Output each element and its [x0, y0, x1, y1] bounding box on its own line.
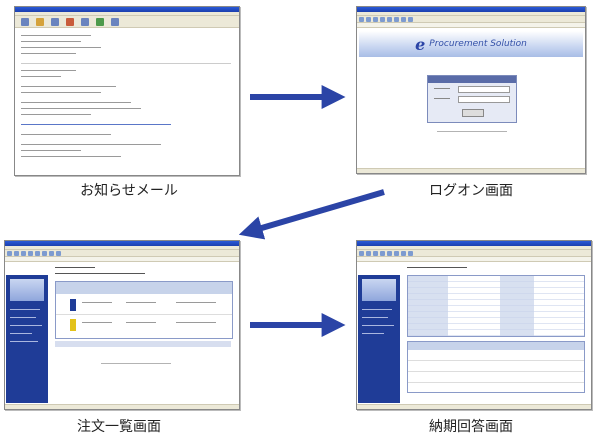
logon-toolbar: [357, 16, 585, 23]
caption-orders: 注文一覧画面: [77, 419, 161, 435]
orders-window: [4, 240, 240, 410]
delivery-menubar: [357, 246, 591, 250]
logon-user-field[interactable]: [458, 86, 510, 93]
logo-mark-icon: e: [415, 34, 426, 54]
delivery-statusbar: [357, 404, 591, 409]
table-row[interactable]: [408, 372, 584, 383]
orders-toolbar: [5, 250, 239, 257]
logon-form-header: [428, 76, 516, 83]
delivery-titlebar: [357, 241, 591, 246]
mail-window: [14, 6, 240, 176]
table-row[interactable]: [408, 350, 584, 361]
orders-sidebar: [6, 263, 48, 403]
logon-statusbar: [357, 168, 585, 173]
delivery-info-table: [407, 275, 585, 337]
logon-form: [427, 75, 517, 123]
table-row[interactable]: [408, 361, 584, 372]
logon-titlebar: [357, 7, 585, 12]
orders-statusbar: [5, 404, 239, 409]
logon-addressbar: [357, 23, 585, 28]
caption-delivery: 納期回答画面: [429, 419, 513, 435]
mail-titlebar: [15, 7, 239, 12]
delivery-detail-header: [408, 342, 584, 350]
delivery-sidebar-logo: [358, 263, 400, 275]
orders-table: [55, 281, 233, 339]
logon-button[interactable]: [462, 109, 484, 117]
orders-main: [51, 263, 237, 403]
logon-banner: e Procurement Solution: [359, 31, 583, 57]
delivery-sidebar-emblem: [362, 279, 396, 301]
orders-sidebar-logo: [6, 263, 48, 275]
mail-body: [21, 63, 231, 164]
caption-mail: お知らせメール: [80, 183, 178, 199]
orders-action-bar[interactable]: [55, 341, 231, 347]
mail-headers: [21, 33, 231, 61]
delivery-toolbar: [357, 250, 591, 257]
delivery-addressbar: [357, 257, 591, 262]
delivery-sidebar: [358, 263, 400, 403]
table-row[interactable]: [56, 316, 232, 334]
orders-titlebar: [5, 241, 239, 246]
table-row[interactable]: [56, 296, 232, 315]
arrow-logon-to-orders: [238, 189, 385, 240]
logon-window: e Procurement Solution: [356, 6, 586, 174]
orders-sidebar-emblem: [10, 279, 44, 301]
mail-menubar: [15, 12, 239, 16]
logon-password-field[interactable]: [458, 96, 510, 103]
caption-logon: ログオン画面: [429, 183, 513, 199]
logo-text: Procurement Solution: [429, 39, 527, 49]
mail-toolbar: [15, 16, 239, 28]
orders-menubar: [5, 246, 239, 250]
delivery-main: [403, 263, 589, 403]
delivery-window: [356, 240, 592, 410]
orders-table-header: [56, 282, 232, 294]
orders-addressbar: [5, 257, 239, 262]
logon-menubar: [357, 12, 585, 16]
delivery-detail-table: [407, 341, 585, 393]
